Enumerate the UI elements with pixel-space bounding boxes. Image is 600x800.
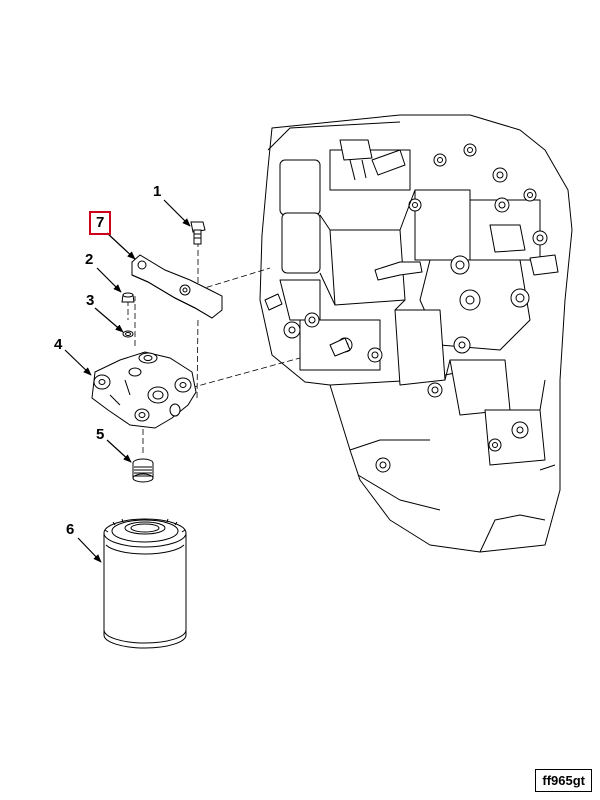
callout-6: 6 (66, 521, 75, 538)
part-5-nipple (132, 458, 154, 483)
callout-3: 3 (86, 292, 95, 309)
part-4-filter-head (91, 351, 197, 429)
part-2-plug (121, 292, 135, 303)
callout-4: 4 (54, 336, 63, 353)
drawing-code: ff965gt (535, 769, 592, 792)
callout-1: 1 (153, 183, 162, 200)
part-1-bolt (190, 221, 206, 245)
callout-5: 5 (96, 426, 105, 443)
callout-arrows (64, 199, 191, 563)
part-3-oring (122, 330, 134, 338)
callout-2: 2 (85, 251, 94, 268)
callout-7-highlighted: 7 (89, 211, 112, 235)
engine-block (259, 114, 573, 553)
part-6-filter (103, 518, 187, 649)
part-7-bracket (131, 254, 223, 319)
